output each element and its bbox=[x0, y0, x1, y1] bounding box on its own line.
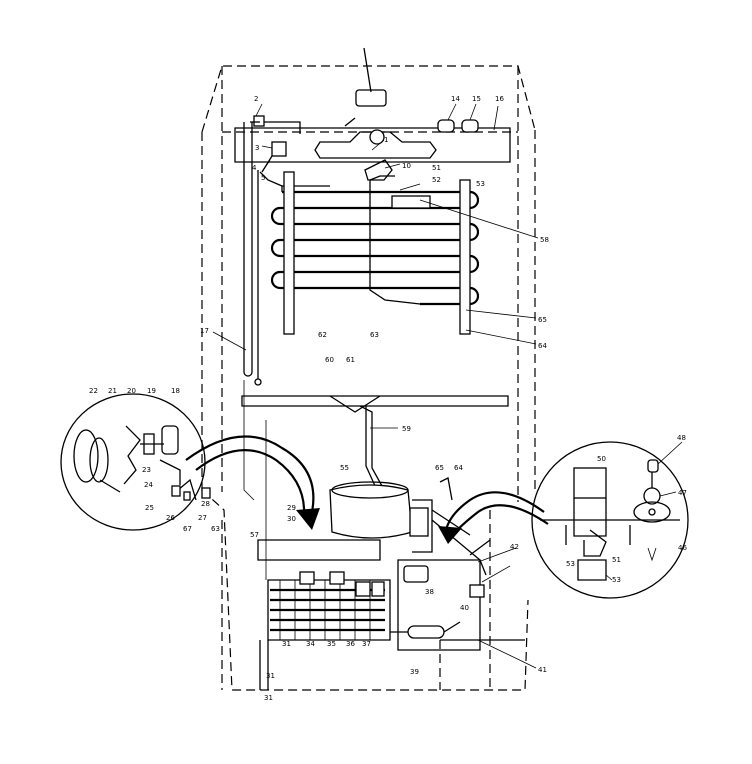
callout-53-right: 53 bbox=[566, 560, 575, 568]
callout-15: 15 bbox=[472, 95, 481, 103]
evaporator-housing bbox=[234, 47, 511, 181]
callout-65: 65 bbox=[538, 316, 547, 324]
callout-27: 27 bbox=[198, 514, 207, 522]
callout-1: 1 bbox=[384, 136, 388, 144]
compressor bbox=[329, 477, 487, 576]
callout-24: 24 bbox=[144, 481, 153, 489]
callout-28: 28 bbox=[201, 500, 210, 508]
condenser bbox=[257, 539, 391, 690]
callout-53-right-lower: 53 bbox=[612, 576, 621, 584]
callout-60: 60 bbox=[325, 356, 334, 364]
callout-17: 17 bbox=[200, 327, 209, 335]
callout-52: 52 bbox=[432, 176, 441, 184]
callout-20: 20 bbox=[127, 387, 136, 395]
callout-58: 58 bbox=[540, 236, 549, 244]
drain-pan bbox=[397, 539, 525, 651]
callout-64-lower: 64 bbox=[454, 464, 463, 472]
callout-50: 50 bbox=[597, 455, 606, 463]
callout-62: 62 bbox=[318, 331, 327, 339]
callout-55: 55 bbox=[340, 464, 349, 472]
callout-51: 51 bbox=[432, 164, 441, 172]
drain-trough bbox=[241, 395, 509, 489]
callout-35: 35 bbox=[327, 640, 336, 648]
callout-42: 42 bbox=[510, 543, 519, 551]
callout-14: 14 bbox=[451, 95, 460, 103]
evaporator-coil bbox=[270, 171, 480, 335]
filter-drier bbox=[390, 621, 461, 639]
overload-relay-detail bbox=[531, 441, 689, 599]
callout-2: 2 bbox=[254, 95, 258, 103]
callout-40: 40 bbox=[460, 604, 469, 612]
callout-47: 47 bbox=[678, 489, 687, 497]
callout-4: 4 bbox=[252, 164, 257, 172]
callout-46: 46 bbox=[678, 544, 687, 552]
callout-51-right: 51 bbox=[612, 556, 621, 564]
callout-3: 3 bbox=[255, 144, 259, 152]
callout-10: 10 bbox=[402, 162, 411, 170]
callout-67: 67 bbox=[183, 525, 192, 533]
callout-31-a: 31 bbox=[282, 640, 291, 648]
fan-motor-detail bbox=[60, 393, 211, 531]
callout-23: 23 bbox=[142, 466, 151, 474]
callout-63-lower: 63 bbox=[211, 525, 220, 533]
callout-64: 64 bbox=[538, 342, 547, 350]
callout-18: 18 bbox=[171, 387, 180, 395]
callout-16: 16 bbox=[495, 95, 504, 103]
callout-65-lower: 65 bbox=[435, 464, 444, 472]
callout-22: 22 bbox=[89, 387, 98, 395]
callout-5: 5 bbox=[261, 174, 265, 182]
callout-31-b: 31 bbox=[266, 672, 275, 680]
callout-labels: 2 3 4 5 1 10 14 15 16 51 52 53 58 62 63 … bbox=[89, 95, 687, 702]
callout-48: 48 bbox=[677, 434, 686, 442]
callout-25: 25 bbox=[145, 504, 154, 512]
callout-30: 30 bbox=[287, 515, 296, 523]
callout-21: 21 bbox=[108, 387, 117, 395]
callout-53: 53 bbox=[476, 180, 485, 188]
callout-41: 41 bbox=[538, 666, 547, 674]
callout-59: 59 bbox=[402, 425, 411, 433]
callout-57: 57 bbox=[250, 531, 259, 539]
detail-pointer-arrows bbox=[185, 435, 549, 544]
callout-36: 36 bbox=[346, 640, 355, 648]
callout-63: 63 bbox=[370, 331, 379, 339]
leader-lines bbox=[212, 103, 683, 669]
callout-38: 38 bbox=[425, 588, 434, 596]
callout-39: 39 bbox=[410, 668, 419, 676]
callout-29: 29 bbox=[287, 504, 296, 512]
callout-31-c: 31 bbox=[264, 694, 273, 702]
callout-26: 26 bbox=[166, 514, 175, 522]
callout-34: 34 bbox=[306, 640, 315, 648]
callout-19: 19 bbox=[147, 387, 156, 395]
suction-line bbox=[243, 121, 283, 580]
callout-61: 61 bbox=[346, 356, 355, 364]
callout-37: 37 bbox=[362, 640, 371, 648]
